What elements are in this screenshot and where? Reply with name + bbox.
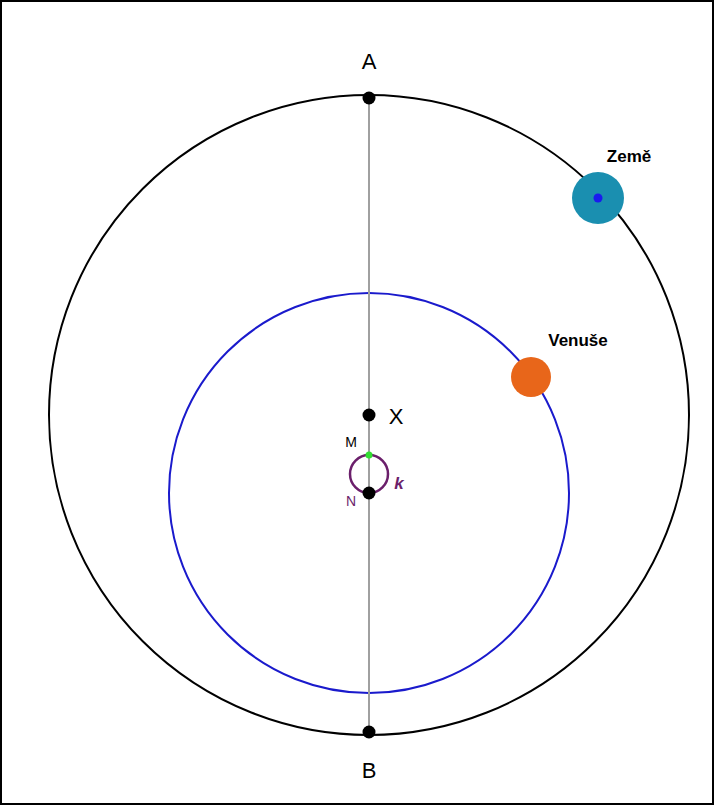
planet-label: Venuše [548, 332, 608, 349]
point-x [363, 409, 376, 422]
earth-planet [572, 172, 624, 224]
point-n [363, 487, 376, 500]
point-label: X [389, 406, 404, 428]
point-label: M [345, 435, 357, 449]
earth-center [594, 194, 603, 203]
point-b [363, 726, 376, 739]
point-m [366, 452, 373, 459]
earth-orbit [49, 95, 689, 735]
venus-planet [511, 357, 551, 397]
point-a [363, 92, 376, 105]
point-label: B [362, 760, 377, 782]
circle-label: k [394, 475, 403, 492]
point-label: N [346, 494, 356, 508]
point-label: A [362, 51, 377, 73]
planet-label: Země [607, 148, 651, 165]
